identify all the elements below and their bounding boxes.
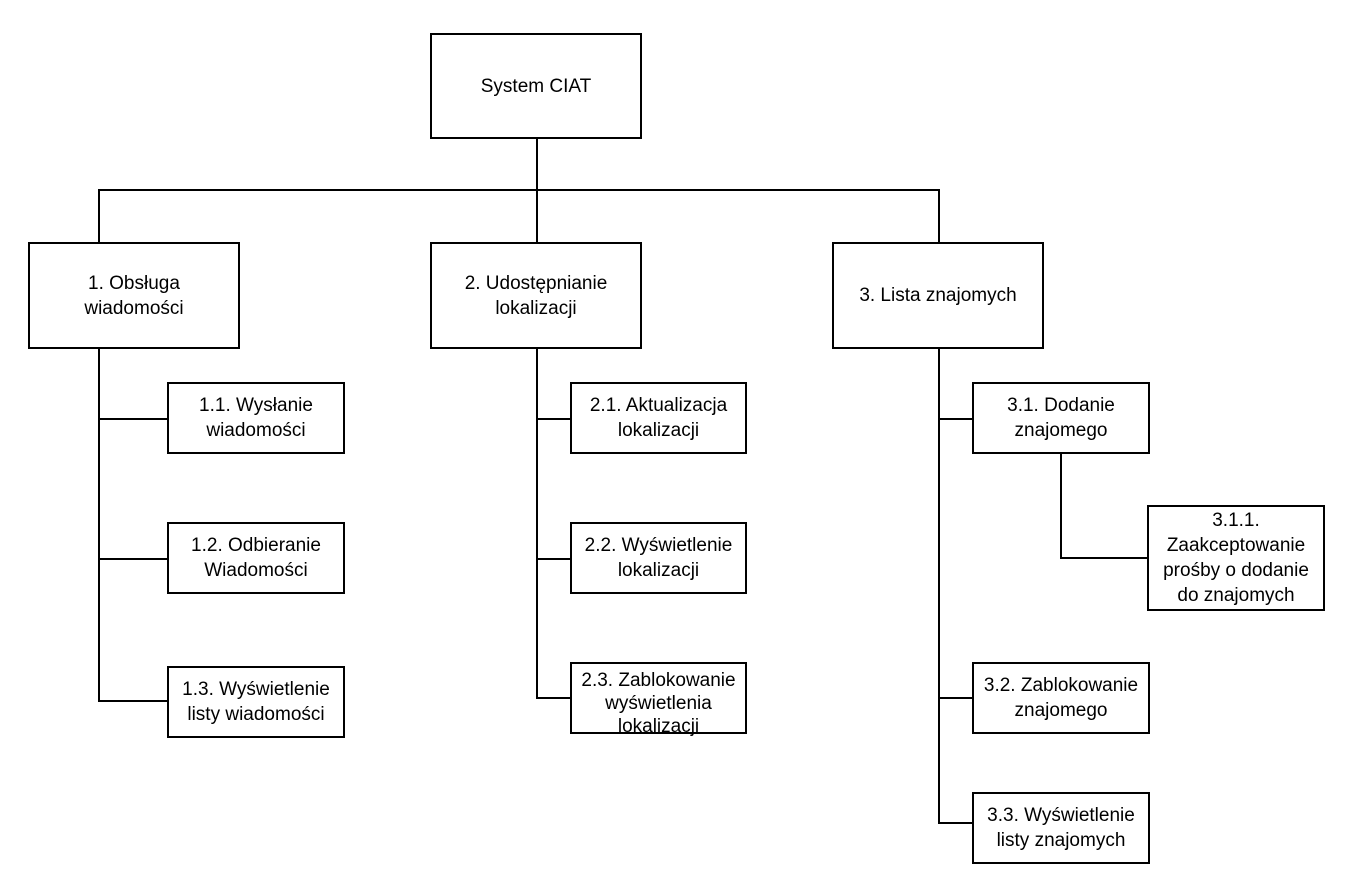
- connector-to-node-2-3: [536, 697, 572, 699]
- node-1-1-label: 1.1. Wysłanie wiadomości: [199, 395, 313, 441]
- connector-to-branch-1: [98, 189, 100, 244]
- branch-node-2: 2. Udostępnianie lokalizacji: [430, 242, 642, 349]
- connector-to-node-1-2: [98, 558, 168, 560]
- branch-node-2-label: 2. Udostępnianie lokalizacji: [464, 272, 608, 319]
- branch-node-1-label: 1. Obsługa wiadomości: [84, 272, 184, 319]
- node-3-3-label: 3.3. Wyświetlenie listy znajomych: [987, 805, 1135, 851]
- node-2-2-label: 2.2. Wyświetlenie lokalizacji: [584, 535, 733, 581]
- connector-to-node-3-3: [938, 822, 974, 824]
- connector-to-node-3-1: [938, 418, 974, 420]
- node-2-1-label: 2.1. Aktualizacja lokalizacji: [589, 395, 728, 441]
- node-3-1-label: 3.1. Dodanie znajomego: [1007, 395, 1115, 441]
- connector-to-branch-3: [938, 189, 940, 244]
- connector-to-node-1-3: [98, 700, 168, 702]
- node-2-1: 2.1. Aktualizacja lokalizacji: [570, 382, 747, 454]
- node-3-1-1-label: 3.1.1. Zaakceptowanie prośby o dodanie d…: [1163, 510, 1309, 606]
- node-3-1-1: 3.1.1. Zaakceptowanie prośby o dodanie d…: [1147, 505, 1325, 611]
- node-3-2-label: 3.2. Zablokowanie znajomego: [983, 675, 1139, 721]
- node-2-2: 2.2. Wyświetlenie lokalizacji: [570, 522, 747, 594]
- connector-level1-bus: [98, 189, 940, 191]
- node-1-2: 1.2. Odbieranie Wiadomości: [167, 522, 345, 594]
- node-1-3-label: 1.3. Wyświetlenie listy wiadomości: [182, 679, 330, 725]
- connector-to-node-1-1: [98, 418, 168, 420]
- connector-root-down: [536, 138, 538, 191]
- connector-node-3-1-down: [1060, 453, 1062, 559]
- connector-to-node-2-2: [536, 558, 572, 560]
- node-3-3: 3.3. Wyświetlenie listy znajomych: [972, 792, 1150, 864]
- branch-node-1: 1. Obsługa wiadomości: [28, 242, 240, 349]
- connector-to-node-3-1-1: [1060, 557, 1149, 559]
- connector-to-node-3-2: [938, 697, 974, 699]
- branch-node-3-label: 3. Lista znajomych: [859, 285, 1017, 306]
- node-1-2-label: 1.2. Odbieranie Wiadomości: [191, 535, 321, 581]
- node-2-3-label: 2.3. Zablokowanie wyświetlenia lokalizac…: [581, 669, 736, 737]
- root-node-label: System CIAT: [480, 75, 592, 97]
- branch-node-3: 3. Lista znajomych: [832, 242, 1044, 349]
- connector-to-node-2-1: [536, 418, 572, 420]
- node-2-3: 2.3. Zablokowanie wyświetlenia lokalizac…: [570, 662, 747, 737]
- node-1-1: 1.1. Wysłanie wiadomości: [167, 382, 345, 454]
- connector-branch-2-trunk: [536, 348, 538, 699]
- node-3-2: 3.2. Zablokowanie znajomego: [972, 662, 1150, 734]
- connector-branch-3-trunk: [938, 348, 940, 824]
- root-node: System CIAT: [430, 33, 642, 139]
- connector-to-branch-2: [536, 189, 538, 244]
- connector-branch-1-trunk: [98, 348, 100, 702]
- node-1-3: 1.3. Wyświetlenie listy wiadomości: [167, 666, 345, 738]
- node-3-1: 3.1. Dodanie znajomego: [972, 382, 1150, 454]
